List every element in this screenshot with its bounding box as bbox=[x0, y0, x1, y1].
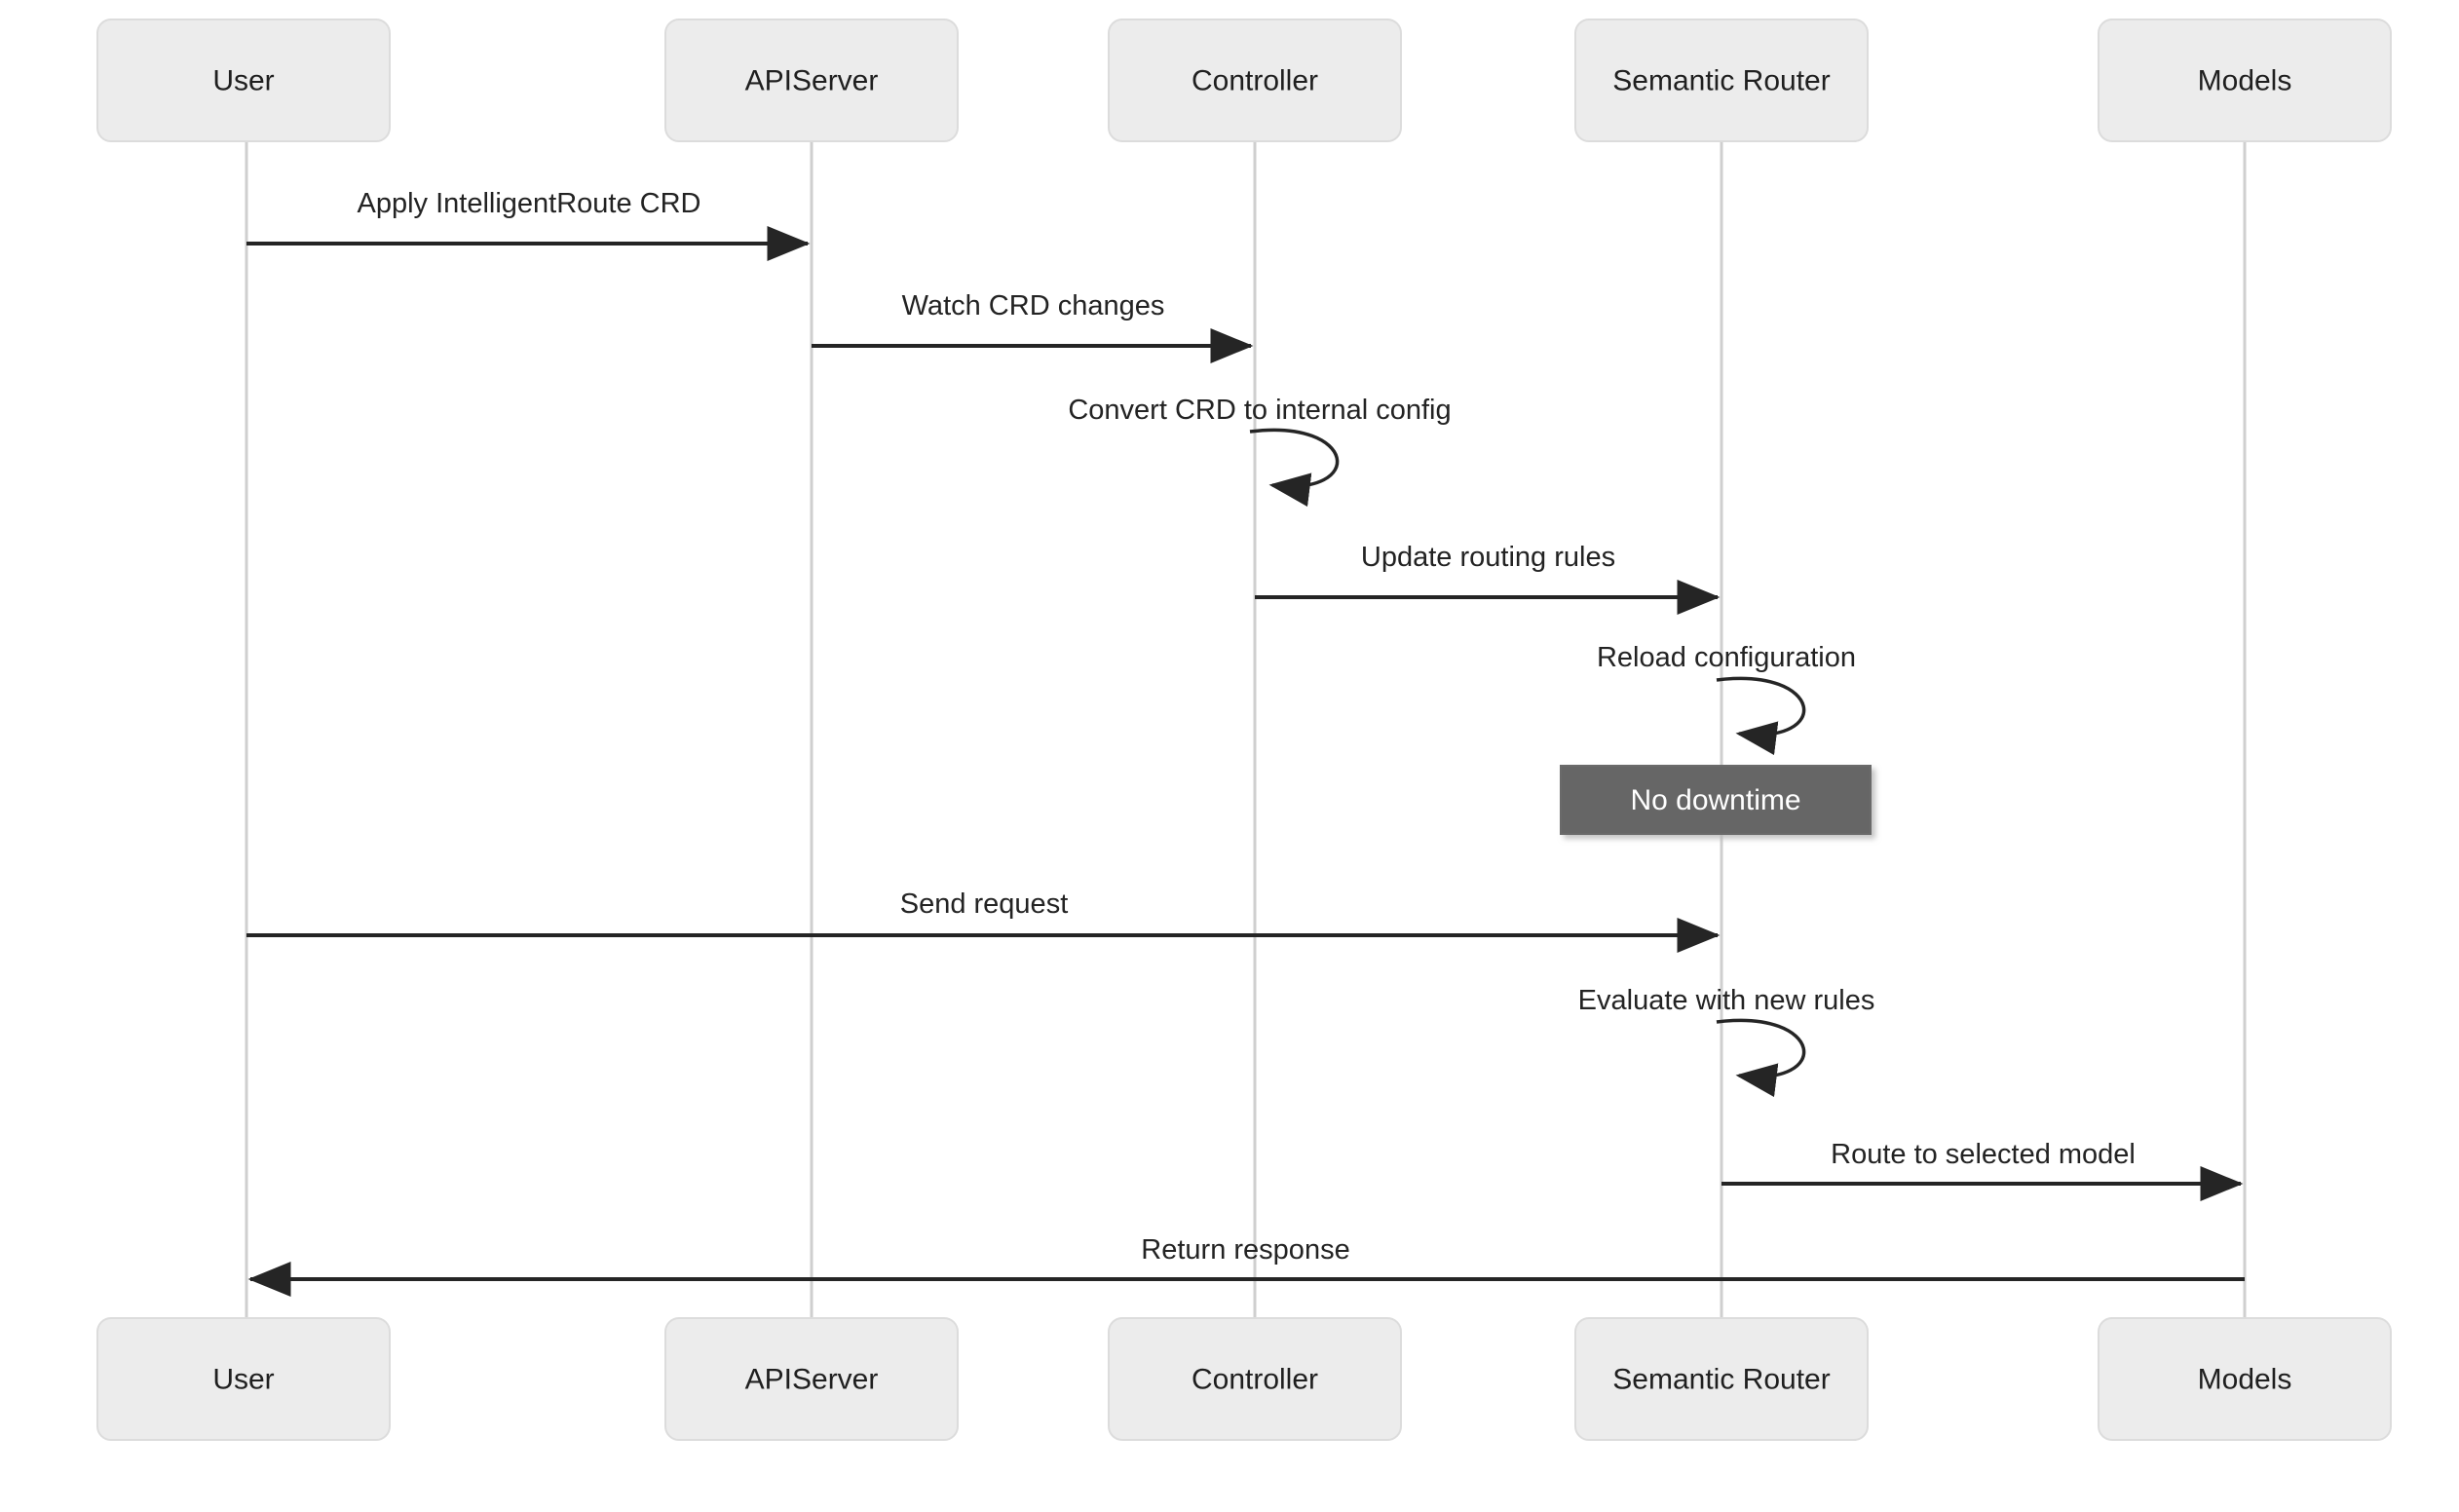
self-loop-arrow-m7 bbox=[1716, 1018, 1806, 1098]
participant-box-top-user[interactable]: User bbox=[96, 19, 391, 142]
participant-label-models: Models bbox=[2198, 1363, 2292, 1395]
participant-label-controller: Controller bbox=[1192, 1363, 1318, 1395]
participant-box-top-controller[interactable]: Controller bbox=[1108, 19, 1402, 142]
participant-label-controller: Controller bbox=[1192, 64, 1318, 96]
self-loop-arrow-m5 bbox=[1716, 676, 1806, 756]
actors-top-group: User APIServer Controller Semantic Router Mo… bbox=[96, 19, 2392, 142]
participant-box-bottom-apiserver[interactable]: APIServer bbox=[664, 1317, 959, 1441]
participant-box-top-models[interactable]: Models bbox=[2098, 19, 2392, 142]
messages-group: Apply IntelligentRoute CRD Watch CRD chan… bbox=[246, 188, 2245, 1297]
notes-group: No downtime bbox=[1560, 765, 1872, 835]
participant-rect-router bbox=[1574, 1317, 1869, 1441]
note-n1: No downtime bbox=[1560, 765, 1872, 835]
participant-rect-models bbox=[2098, 19, 2392, 142]
participant-rect-user bbox=[96, 1317, 391, 1441]
participant-box-bottom-router[interactable]: Semantic Router bbox=[1574, 1317, 1869, 1441]
participant-rect-user bbox=[96, 19, 391, 142]
message-label-m7: Evaluate with new rules bbox=[1578, 985, 1875, 1016]
message-m6: Send request bbox=[246, 888, 1721, 953]
participant-label-apiserver: APIServer bbox=[745, 1363, 879, 1395]
participant-rect-apiserver bbox=[664, 1317, 959, 1441]
participant-rect-models bbox=[2098, 1317, 2392, 1441]
participant-label-user: User bbox=[212, 1363, 274, 1395]
message-m4: Update routing rules bbox=[1255, 542, 1721, 615]
actors-bottom-group: User APIServer Controller Semantic Router Mo… bbox=[96, 1317, 2392, 1441]
message-m5: Reload configuration bbox=[1597, 642, 1856, 756]
participant-label-user: User bbox=[212, 64, 274, 96]
message-label-m1: Apply IntelligentRoute CRD bbox=[357, 188, 700, 219]
participant-box-top-router[interactable]: Semantic Router bbox=[1574, 19, 1869, 142]
participant-box-bottom-controller[interactable]: Controller bbox=[1108, 1317, 1402, 1441]
message-m1: Apply IntelligentRoute CRD bbox=[246, 188, 811, 261]
self-loop-arrow-m3 bbox=[1249, 428, 1340, 508]
participant-rect-router bbox=[1574, 19, 1869, 142]
participant-box-bottom-user[interactable]: User bbox=[96, 1317, 391, 1441]
participant-box-bottom-models[interactable]: Models bbox=[2098, 1317, 2392, 1441]
lifelines-group bbox=[245, 141, 2247, 1318]
message-m7: Evaluate with new rules bbox=[1578, 985, 1875, 1098]
message-m9: Return response bbox=[247, 1234, 2245, 1297]
message-label-m2: Watch CRD changes bbox=[902, 290, 1165, 321]
participant-rect-controller bbox=[1108, 1317, 1402, 1441]
participant-rect-controller bbox=[1108, 19, 1402, 142]
message-label-m6: Send request bbox=[900, 888, 1069, 920]
participant-label-router: Semantic Router bbox=[1612, 1363, 1830, 1395]
participant-label-apiserver: APIServer bbox=[745, 64, 879, 96]
participant-label-router: Semantic Router bbox=[1612, 64, 1830, 96]
participant-box-top-apiserver[interactable]: APIServer bbox=[664, 19, 959, 142]
note-rect-n1 bbox=[1560, 765, 1872, 835]
message-label-m8: Route to selected model bbox=[1831, 1139, 2136, 1170]
participant-rect-apiserver bbox=[664, 19, 959, 142]
message-label-m5: Reload configuration bbox=[1597, 642, 1856, 673]
participant-label-models: Models bbox=[2198, 64, 2292, 96]
message-label-m3: Convert CRD to internal config bbox=[1068, 395, 1451, 426]
message-m8: Route to selected model bbox=[1721, 1139, 2244, 1201]
message-label-m9: Return response bbox=[1141, 1234, 1349, 1266]
note-label-n1: No downtime bbox=[1630, 784, 1800, 816]
message-label-m4: Update routing rules bbox=[1361, 542, 1615, 573]
message-m3: Convert CRD to internal config bbox=[1068, 395, 1452, 508]
message-m2: Watch CRD changes bbox=[812, 290, 1254, 363]
